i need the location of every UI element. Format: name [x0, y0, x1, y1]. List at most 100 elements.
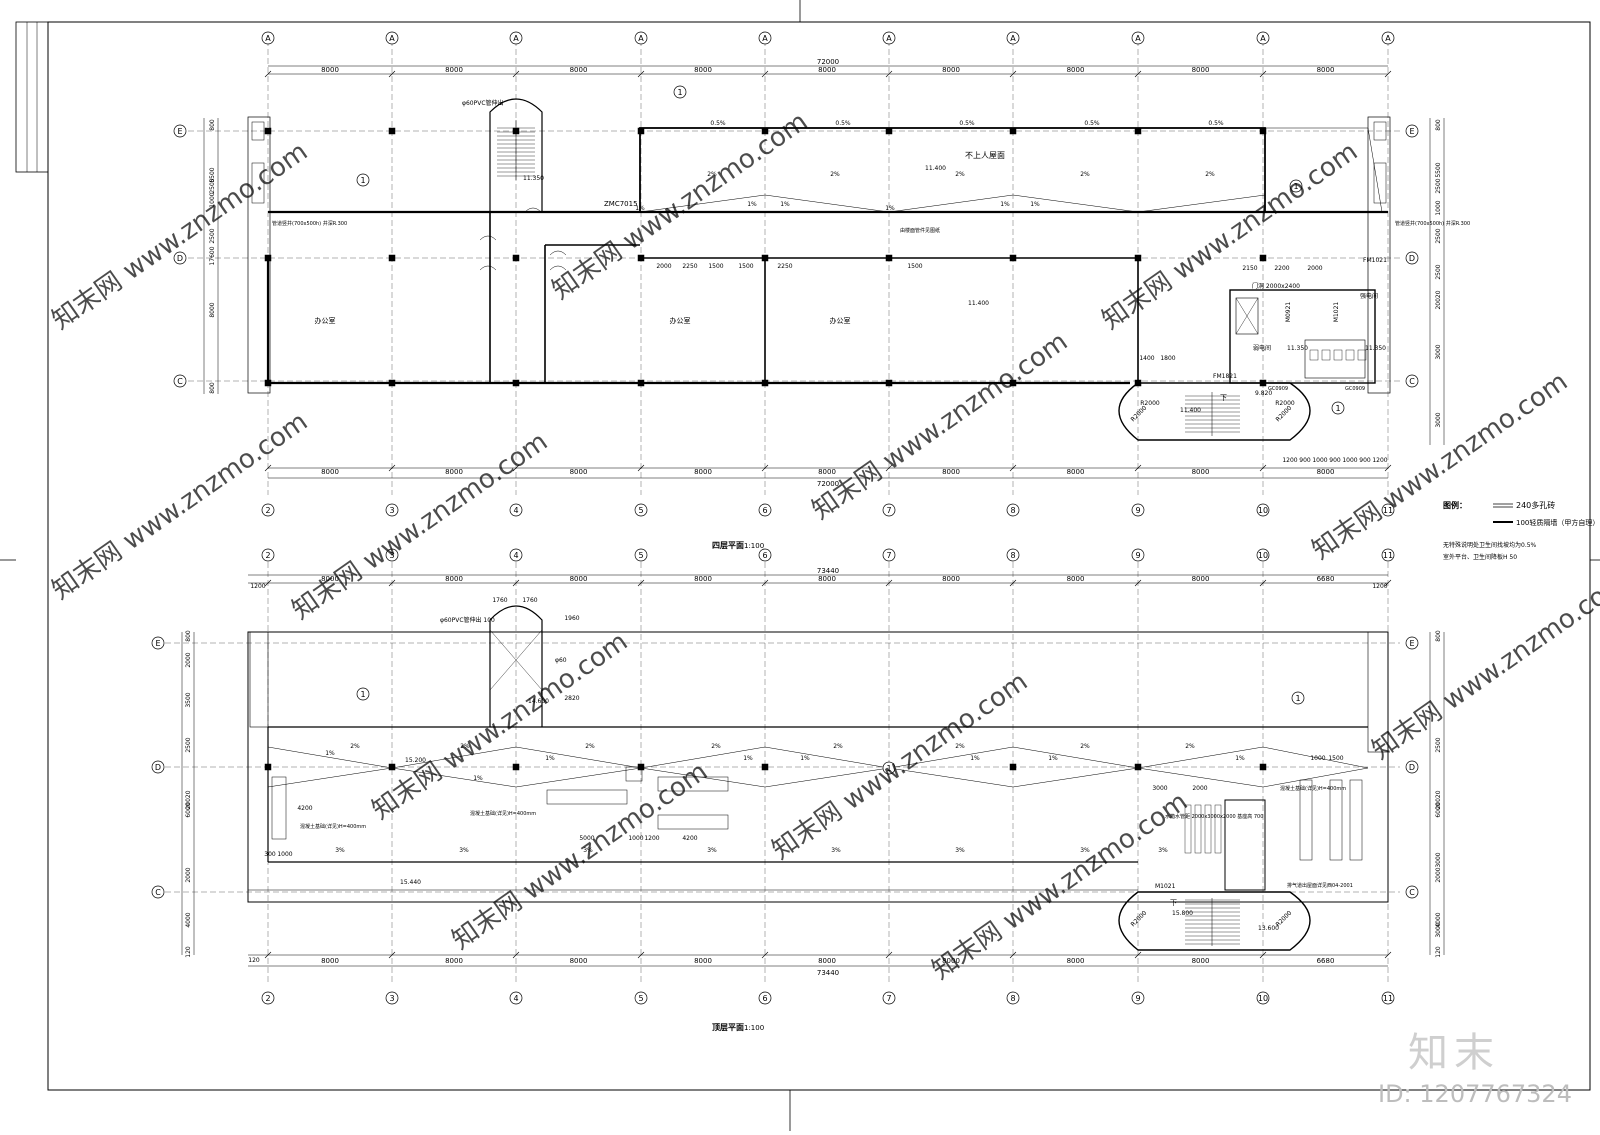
dim-total-bottom: 73440 [817, 969, 839, 977]
grid-bottom-3-label: 3 [389, 994, 394, 1003]
equipment-base [657, 776, 729, 792]
grid-top-5-label: A [638, 34, 644, 43]
dim-tick [637, 951, 645, 959]
equipment-base [1349, 779, 1363, 861]
corridor-label: ZMC7015 [604, 200, 638, 208]
elevator-x [1235, 297, 1259, 335]
dim-right: 800 [1435, 119, 1442, 131]
column [1259, 763, 1267, 771]
door-swing [549, 265, 567, 271]
grid-top-11-bubble [1381, 548, 1395, 562]
dim-tick [885, 951, 893, 959]
slope-label: 3% [1080, 847, 1090, 854]
column [637, 127, 645, 135]
slope-label: 3% [459, 847, 469, 854]
door-label: M1021 [1333, 302, 1340, 323]
column [1134, 763, 1142, 771]
grid-top-6-label: 6 [762, 551, 767, 560]
dim-left: 5500 [209, 167, 216, 182]
dim-misc: 1500 [708, 263, 723, 270]
sheet-frame [47, 21, 1591, 1091]
grid-top-8-label: A [1010, 34, 1016, 43]
dim-radius: R2000 [1130, 909, 1149, 928]
dim-right: 3000 [1435, 344, 1442, 359]
slope-label: 0.5% [835, 120, 851, 127]
slope-label: 2% [350, 743, 360, 750]
roof-slope-line [1137, 767, 1264, 788]
dim-left: 800 [209, 119, 216, 131]
dim-tick [761, 579, 769, 587]
stair-core-right [1118, 382, 1311, 441]
grid-bottom-6-label: 6 [762, 994, 767, 1003]
dim-bay-top: 6680 [1317, 575, 1335, 583]
grid-top-3-bubble [385, 548, 399, 562]
grid-row-right-E-label: E [1409, 639, 1414, 648]
dim-misc: 2000 [656, 263, 671, 270]
column [388, 763, 396, 771]
grid-bottom-4-label: 4 [513, 506, 518, 515]
slope-label: 3% [1158, 847, 1168, 854]
dim-right: 20020 [1435, 790, 1442, 809]
service-core [1229, 289, 1376, 384]
dim-bay-bottom: 8000 [942, 468, 960, 476]
grid-row-right-D-label: D [1409, 254, 1415, 263]
dim-bay-bottom: 8000 [818, 957, 836, 965]
slope-label: 2% [830, 171, 840, 178]
roof-area [639, 127, 1266, 213]
door-label: GC0909 [1268, 386, 1288, 392]
grid-top-3-label: 3 [389, 551, 394, 560]
grid-bottom-10-label: 10 [1258, 994, 1268, 1003]
dim-misc: 2250 [777, 263, 792, 270]
grid-top-4-bubble [509, 548, 523, 562]
elevation-label: 11.350 [523, 175, 544, 182]
column [1134, 254, 1142, 262]
slope-label: 2% [1080, 743, 1090, 750]
drain-label: φ60 [555, 657, 567, 664]
section-marker-bubble [882, 761, 896, 775]
dim-left: 2000 [185, 867, 192, 882]
dim-tick [1009, 579, 1017, 587]
elevation-label: 15.440 [400, 879, 421, 886]
legend-title: 图例： [1443, 500, 1467, 510]
roof-slope-line [515, 746, 642, 769]
upper-plan-title: 四层平面 [712, 541, 744, 550]
dim-misc: 1000 [1342, 457, 1357, 464]
slope-label: 1% [1235, 755, 1245, 762]
elevation-label: 15.200 [405, 757, 426, 764]
room-label-office: 办公室 [830, 316, 851, 325]
slope-label: 1% [743, 755, 753, 762]
stair-down-label: 下 [1220, 394, 1227, 402]
dim-misc: 1200 [1282, 457, 1297, 464]
legend-item-2: 100轻质隔墙（甲方自理） [1516, 518, 1599, 527]
toilet-fixture [1309, 349, 1319, 361]
column [1259, 254, 1267, 262]
dim-bay-bottom: 8000 [570, 468, 588, 476]
dim-tick [761, 70, 769, 78]
room-label-office: 办公室 [670, 316, 691, 325]
slope-label: 2% [955, 743, 965, 750]
grid-row-right-C-bubble [1405, 885, 1419, 899]
grid-row-left-C-label: C [155, 888, 161, 897]
dim-right: 3000 [1435, 852, 1442, 867]
slope-label: 3% [707, 847, 717, 854]
dim-tick [388, 951, 396, 959]
roof-label: 不上人屋面 [965, 151, 1005, 160]
dim-misc: 1760 [492, 597, 507, 604]
dim-tick [637, 579, 645, 587]
grid-bottom-8-bubble [1006, 503, 1020, 517]
dim-bay-bottom: 8000 [818, 468, 836, 476]
grid-bottom-10-label: 10 [1258, 506, 1268, 515]
toilet-fixture [1321, 349, 1331, 361]
dim-right: 120 [1435, 946, 1442, 958]
dim-misc: 1200 [1372, 583, 1387, 590]
grid-top-11-bubble [1381, 31, 1395, 45]
section-marker-bubble [1289, 179, 1303, 193]
toilet-block [1304, 339, 1366, 379]
dim-bay-top: 8000 [321, 66, 339, 74]
dim-left: 4000 [185, 912, 192, 927]
dim-right: 6000 [1435, 802, 1442, 817]
detail-note: 由楼面管件见图纸 [900, 227, 940, 234]
roof-slope-line [1137, 746, 1264, 769]
left-shaft-2 [251, 121, 265, 141]
